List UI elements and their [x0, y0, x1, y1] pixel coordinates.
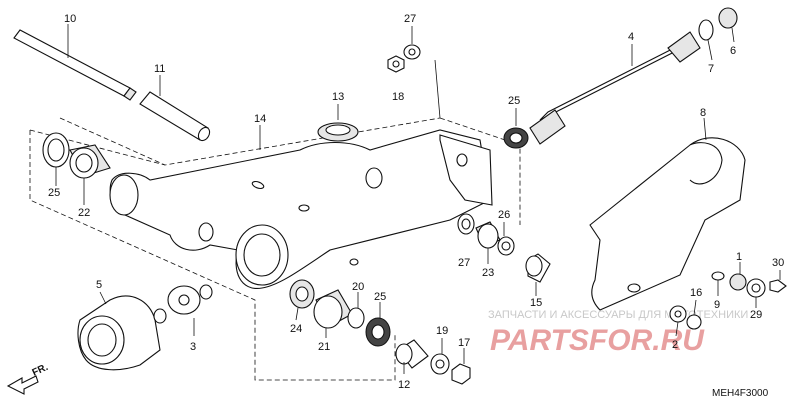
callout-21: 21: [318, 341, 330, 353]
callout-2: 2: [672, 339, 678, 351]
callout-11: 11: [154, 63, 165, 75]
callout-29: 29: [750, 309, 762, 321]
part-16-bolt: [686, 299, 702, 330]
part-17-nut: [451, 348, 471, 385]
part-23-bearing: [475, 221, 501, 264]
part-12-collar: [395, 339, 429, 374]
callout-16: 16: [690, 287, 702, 299]
callout-27-lower: 27: [458, 257, 470, 269]
part-25-seal-left: [42, 132, 70, 186]
part-27-seal-lower: [497, 222, 515, 256]
callout-27-upper: 26: [498, 209, 510, 221]
callout-25-left: 25: [48, 187, 60, 199]
callout-10: 10: [64, 13, 76, 25]
part-4-drive-shaft: [529, 31, 701, 145]
callout-labels: 10 11 14 13 27 18 4 7 6 25 8 25 22 26 27…: [48, 13, 784, 391]
part-27-seal-upper: [457, 213, 475, 235]
callout-24: 24: [290, 323, 302, 335]
part-25-seal-right: [365, 302, 391, 347]
part-29-grommet: [746, 278, 766, 308]
callout-15: 15: [530, 297, 542, 309]
callout-7: 7: [708, 63, 714, 75]
part-13-cap: [317, 104, 359, 142]
callout-19: 19: [436, 325, 448, 337]
part-19-washer: [430, 338, 450, 375]
part-3-joint-spider: [153, 284, 213, 336]
front-direction-marker: FR.: [6, 362, 50, 395]
watermark: ЗАПЧАСТИ И АКСЕССУАРЫ ДЛЯ МОТОТЕХНИКИ PA…: [488, 309, 748, 357]
callout-8: 8: [700, 107, 706, 119]
callout-5: 5: [96, 279, 102, 291]
part-24-seal: [289, 279, 315, 321]
part-15-collar: [525, 253, 551, 296]
part-1-collar: [729, 262, 747, 291]
front-marker-label: FR.: [31, 362, 50, 379]
part-22-bearing: [69, 144, 111, 205]
part-2-washer: [669, 305, 687, 337]
callout-28: 27: [404, 13, 416, 25]
part-11-collar: [139, 75, 211, 142]
part-18-nut: [387, 55, 405, 73]
part-6-spring: [718, 7, 738, 43]
callout-13: 13: [332, 91, 344, 103]
part-26-oil-seal: [503, 108, 529, 149]
callout-20: 20: [352, 281, 364, 293]
part-5-universal-joint: [77, 291, 161, 371]
part-30-bolt: [769, 270, 787, 293]
callout-3: 3: [190, 341, 196, 353]
part-20-circlip: [347, 292, 365, 329]
diagram-code: MEH4F3000: [712, 388, 769, 399]
part-28-washer: [403, 26, 421, 60]
part-9-washer: [711, 271, 725, 296]
watermark-caption: ЗАПЧАСТИ И АКСЕССУАРЫ ДЛЯ МОТОТЕХНИКИ: [488, 309, 748, 321]
callout-12: 12: [398, 379, 410, 391]
callout-4: 4: [628, 31, 634, 43]
watermark-brand: PARTSFOR.RU: [490, 324, 705, 357]
callout-17: 17: [458, 337, 470, 349]
callout-23: 23: [482, 267, 494, 279]
callout-9: 9: [714, 299, 720, 311]
part-10-pivot-bolt: [13, 24, 137, 101]
callout-26: 25: [508, 95, 520, 107]
callout-14: 14: [254, 113, 266, 125]
callout-6: 6: [730, 45, 736, 57]
part-21-bearing: [313, 289, 353, 338]
callout-30: 30: [772, 257, 784, 269]
part-8-cover: [589, 117, 746, 311]
swingarm-body: [109, 129, 493, 289]
callout-22: 22: [78, 207, 90, 219]
callout-1: 1: [736, 251, 742, 263]
part-7-circlip: [698, 19, 714, 61]
callout-18: 18: [392, 91, 404, 103]
callout-25-right: 25: [374, 291, 386, 303]
